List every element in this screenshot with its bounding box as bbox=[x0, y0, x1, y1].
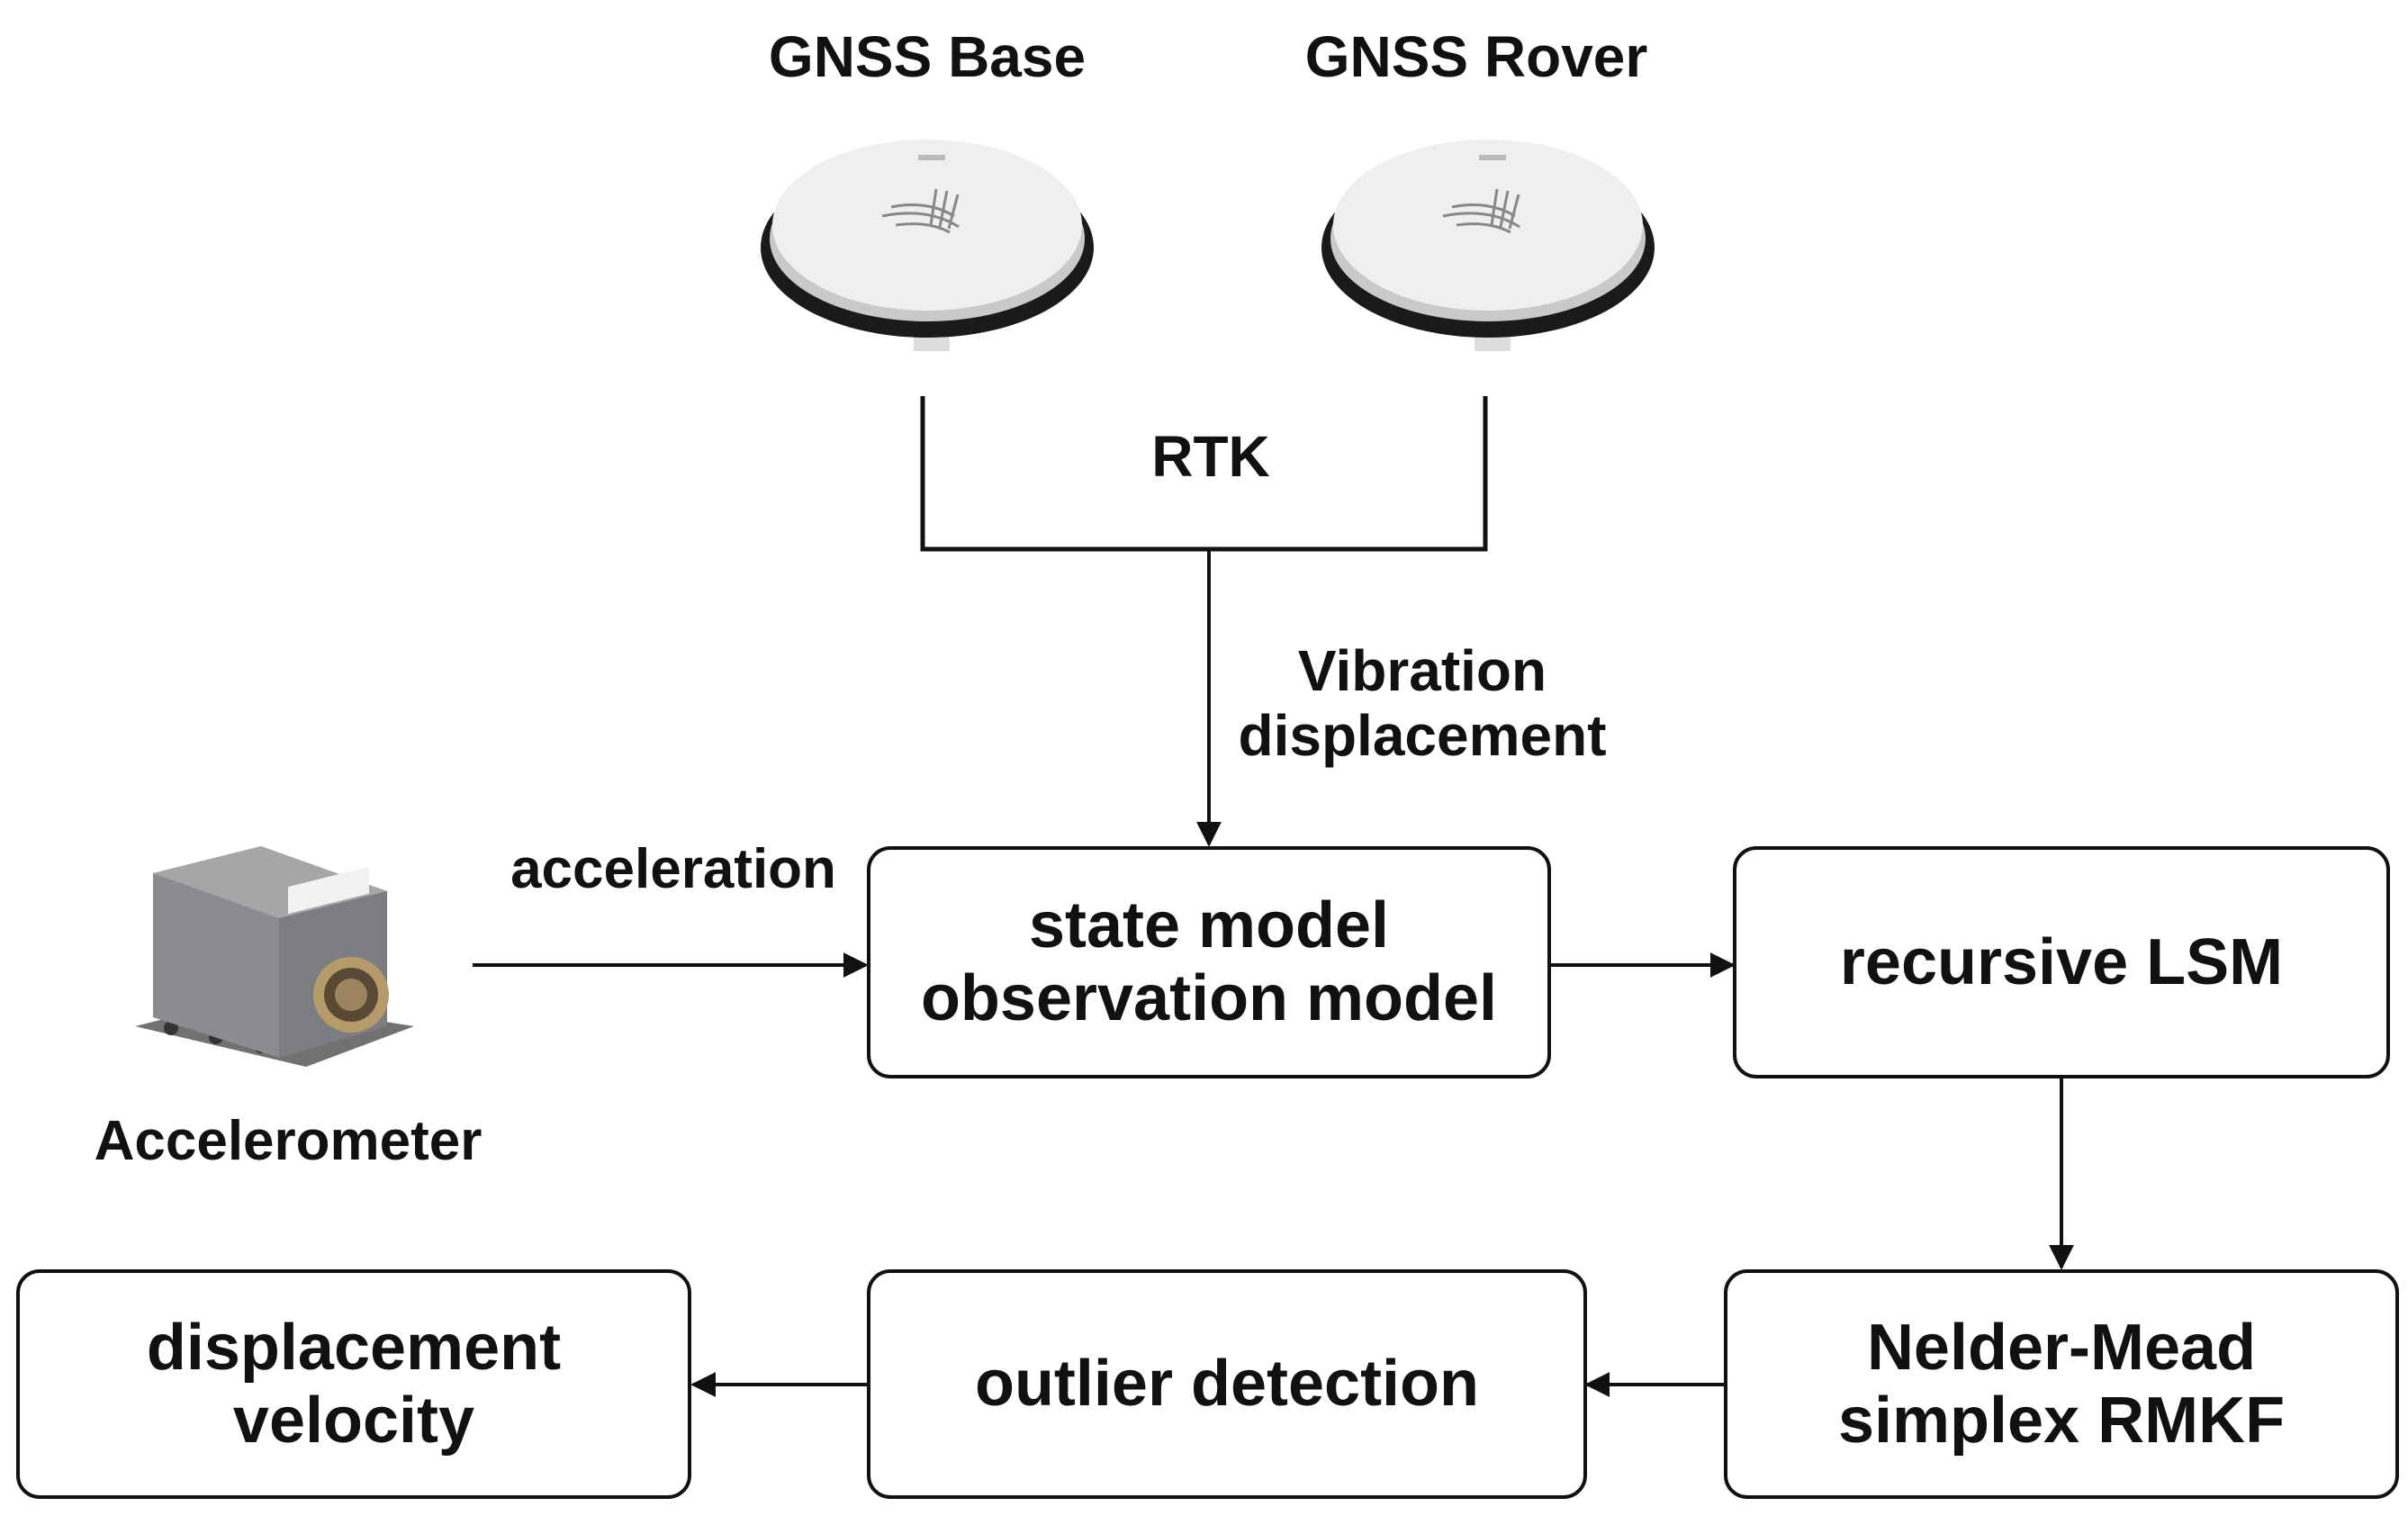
vibration-label-line2: displacement bbox=[1238, 702, 1607, 768]
recursive-lsm-line1: recursive LSM bbox=[1839, 925, 2284, 998]
state-model-line1: state model bbox=[1028, 889, 1390, 962]
gnss-base-antenna-icon bbox=[761, 140, 1094, 351]
nelder-mead-line2: simplex RMKF bbox=[1837, 1384, 2286, 1457]
nelder-mead-box: Nelder-Mead simplex RMKF bbox=[1724, 1269, 2399, 1499]
recursive-lsm-box: recursive LSM bbox=[1733, 846, 2390, 1078]
output-box: displacement velocity bbox=[16, 1269, 691, 1499]
accelerometer-icon bbox=[135, 846, 414, 1067]
nelder-mead-line1: Nelder-Mead bbox=[1866, 1311, 2257, 1384]
output-line1: displacement bbox=[146, 1311, 562, 1384]
rtk-label: RTK bbox=[1151, 424, 1270, 489]
outlier-detection-box: outlier detection bbox=[867, 1269, 1587, 1499]
accelerometer-label: Accelerometer bbox=[94, 1110, 483, 1172]
gnss-rover-antenna-icon bbox=[1321, 140, 1655, 351]
rtk-bracket bbox=[920, 396, 1488, 552]
vibration-displacement-label: Vibration displacement bbox=[1197, 638, 1647, 768]
gnss-base-label: GNSS Base bbox=[768, 24, 1087, 89]
output-line2: velocity bbox=[232, 1384, 475, 1457]
state-model-line2: observation model bbox=[920, 962, 1498, 1034]
state-model-box: state model observation model bbox=[867, 846, 1551, 1078]
acceleration-label: acceleration bbox=[510, 838, 836, 900]
vibration-label-line1: Vibration bbox=[1297, 638, 1547, 703]
outlier-detection-line1: outlier detection bbox=[974, 1348, 1480, 1421]
gnss-rover-label: GNSS Rover bbox=[1304, 24, 1648, 89]
